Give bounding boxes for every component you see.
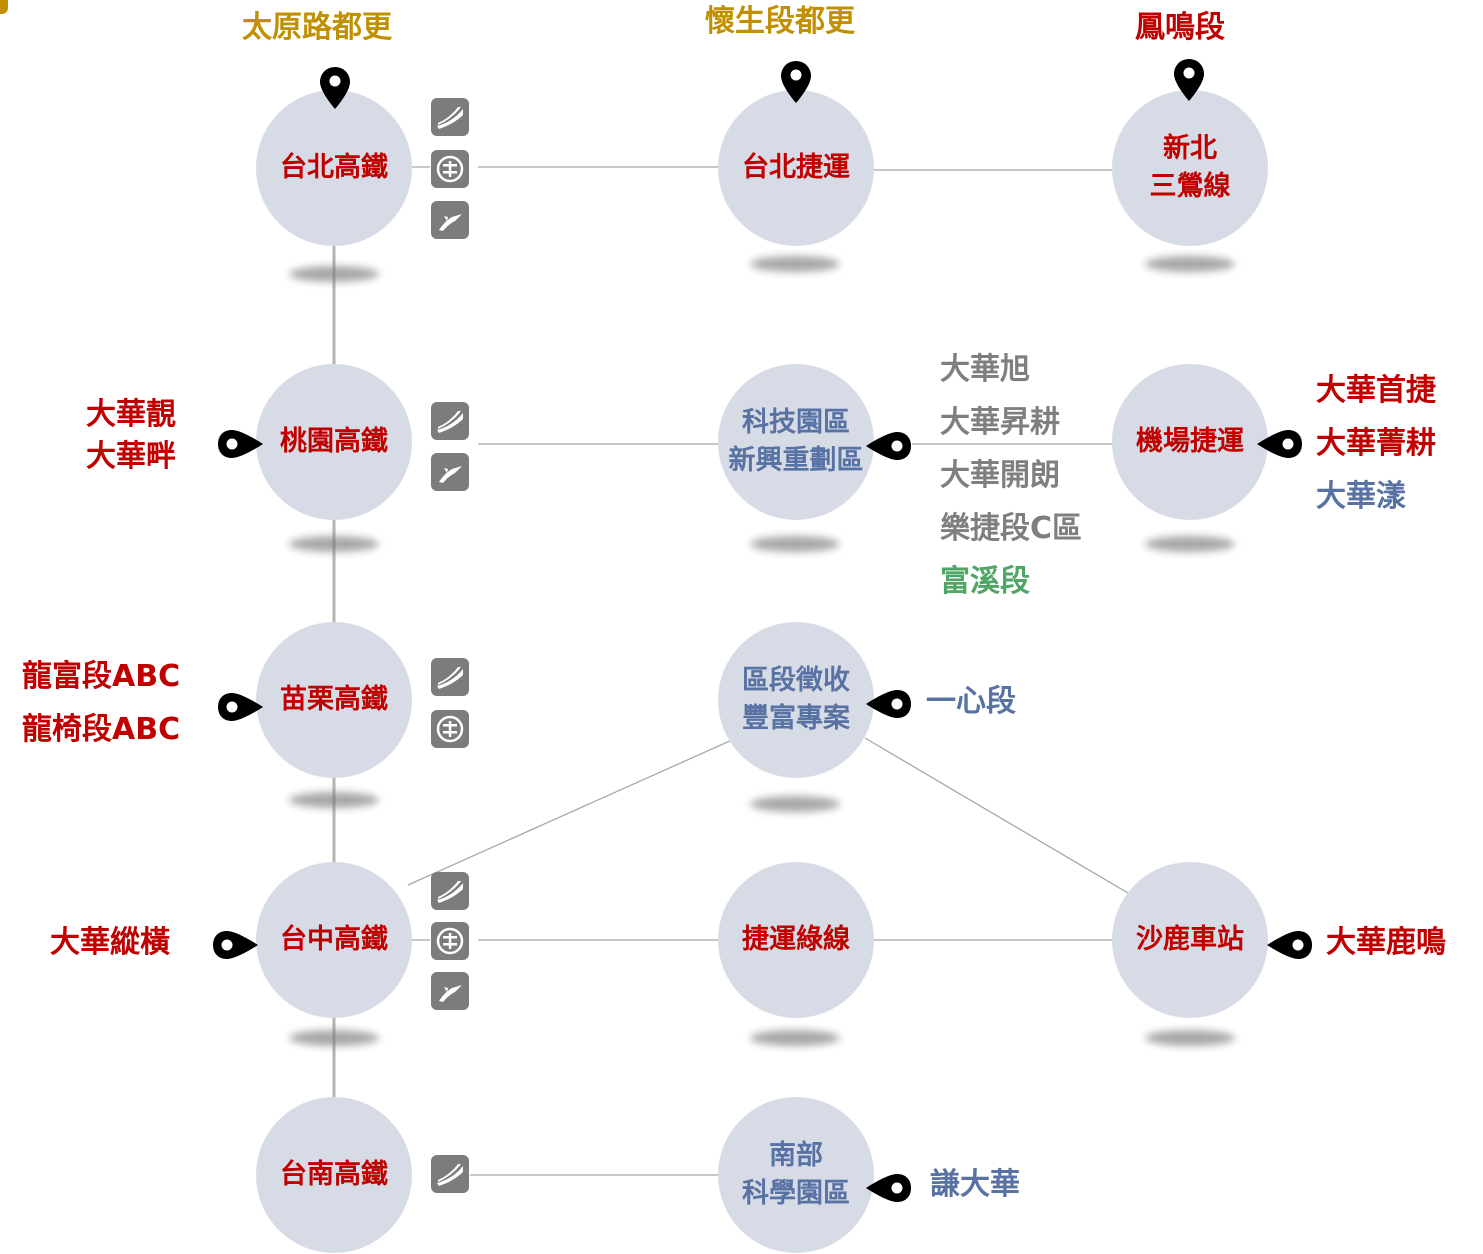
node-shadow bbox=[289, 1030, 379, 1046]
station-label: 苗栗高鐵 bbox=[280, 684, 388, 716]
station-green-line: 捷運綠線 bbox=[718, 862, 874, 1018]
airport-icon bbox=[431, 453, 469, 491]
project-label: 大華畔 bbox=[86, 439, 176, 474]
node-shadow bbox=[750, 536, 840, 552]
project-label: 龍富段ABC bbox=[22, 659, 181, 694]
station-label: 台南高鐵 bbox=[280, 1159, 388, 1191]
map-pin-icon bbox=[213, 931, 258, 959]
node-shadow bbox=[1145, 1030, 1235, 1046]
hsr-icon bbox=[431, 658, 469, 696]
station-label: 台北捷運 bbox=[742, 152, 850, 184]
node-shadow bbox=[750, 1030, 840, 1046]
map-pin-icon bbox=[1267, 931, 1312, 959]
project-label: 樂捷段C區 bbox=[940, 511, 1083, 546]
link-taichung-zone bbox=[407, 739, 733, 886]
station-label-line1: 區段徵收 bbox=[742, 665, 850, 697]
map-pin-icon bbox=[218, 430, 263, 458]
map-pin-icon bbox=[1257, 430, 1302, 458]
station-taichung-hsr: 台中高鐵 bbox=[256, 862, 412, 1018]
station-tech-park: 科技園區 新興重劃區 bbox=[718, 364, 874, 520]
station-label-line2: 豐富專案 bbox=[742, 703, 850, 734]
airport-icon bbox=[431, 972, 469, 1010]
label-taiyuan-renewal: 太原路都更 bbox=[242, 10, 392, 45]
project-label: 大華開朗 bbox=[940, 458, 1060, 493]
station-label-line1: 科技園區 bbox=[742, 407, 850, 439]
map-pin-icon bbox=[866, 432, 911, 460]
hsr-icon bbox=[431, 872, 469, 910]
project-label: 大華昇耕 bbox=[940, 405, 1060, 440]
node-shadow bbox=[1145, 536, 1235, 552]
label-fengming: 鳳鳴段 bbox=[1135, 10, 1225, 45]
project-label: 大華首捷 bbox=[1316, 373, 1436, 408]
node-shadow bbox=[289, 536, 379, 552]
hsr-icon bbox=[431, 1155, 469, 1193]
node-shadow bbox=[289, 266, 379, 282]
hsr-icon bbox=[431, 98, 469, 136]
station-south-science-park: 南部 科學園區 bbox=[718, 1097, 874, 1253]
projects-taoyuan: 大華靚 大華畔 bbox=[86, 394, 176, 478]
station-label: 機場捷運 bbox=[1136, 426, 1244, 458]
station-taipei-mrt: 台北捷運 bbox=[718, 90, 874, 246]
station-label: 捷運綠線 bbox=[742, 924, 850, 956]
project-label: 大華靚 bbox=[86, 397, 176, 432]
node-shadow bbox=[750, 796, 840, 812]
map-pin-icon bbox=[781, 61, 811, 103]
map-pin-icon bbox=[866, 690, 911, 718]
node-shadow bbox=[750, 256, 840, 272]
station-label-line1: 新北 bbox=[1163, 133, 1217, 165]
project-zone: 一心段 bbox=[926, 684, 1016, 719]
corner-mark bbox=[0, 0, 8, 14]
project-label: 大華漾 bbox=[1316, 479, 1406, 514]
station-taoyuan-hsr: 桃園高鐵 bbox=[256, 364, 412, 520]
label-huaisheng-renewal: 懷生段都更 bbox=[705, 4, 855, 39]
project-south: 謙大華 bbox=[930, 1167, 1020, 1202]
projects-miaoli: 龍富段ABC 龍椅段ABC bbox=[22, 650, 180, 756]
map-pin-icon bbox=[320, 67, 350, 109]
station-taipei-hsr: 台北高鐵 bbox=[256, 90, 412, 246]
station-label: 台中高鐵 bbox=[280, 924, 388, 956]
project-label: 龍椅段ABC bbox=[22, 712, 181, 747]
map-pin-icon bbox=[866, 1174, 911, 1202]
projects-tech-park: 大華旭 大華昇耕 大華開朗 樂捷段C區 富溪段 bbox=[940, 343, 1082, 608]
node-shadow bbox=[1145, 256, 1235, 272]
station-label: 台北高鐵 bbox=[280, 152, 388, 184]
station-label-line2: 新興重劃區 bbox=[728, 445, 864, 476]
hsr-icon bbox=[431, 402, 469, 440]
tra-icon bbox=[431, 150, 469, 188]
station-label: 沙鹿車站 bbox=[1136, 924, 1244, 956]
station-shalu: 沙鹿車站 bbox=[1112, 862, 1268, 1018]
project-label: 富溪段 bbox=[940, 564, 1030, 599]
station-label: 桃園高鐵 bbox=[280, 426, 388, 458]
projects-airport: 大華首捷 大華菁耕 大華漾 bbox=[1316, 364, 1436, 523]
node-shadow bbox=[289, 792, 379, 808]
map-pin-icon bbox=[1174, 59, 1204, 101]
station-label-line1: 南部 bbox=[769, 1140, 823, 1172]
project-shalu: 大華鹿鳴 bbox=[1326, 925, 1446, 960]
project-label: 大華旭 bbox=[940, 352, 1030, 387]
station-zone-expropriation: 區段徵收 豐富專案 bbox=[718, 622, 874, 778]
tra-icon bbox=[431, 710, 469, 748]
station-label-line2: 科學園區 bbox=[742, 1178, 850, 1209]
airport-icon bbox=[431, 201, 469, 239]
station-tainan-hsr: 台南高鐵 bbox=[256, 1097, 412, 1253]
project-label: 大華菁耕 bbox=[1316, 426, 1436, 461]
station-label-line2: 三鶯線 bbox=[1149, 171, 1231, 202]
map-pin-icon bbox=[218, 693, 263, 721]
station-miaoli-hsr: 苗栗高鐵 bbox=[256, 622, 412, 778]
tra-icon bbox=[431, 922, 469, 960]
station-newtaipei-sanying: 新北 三鶯線 bbox=[1112, 90, 1268, 246]
project-taichung: 大華縱橫 bbox=[50, 925, 170, 960]
link-zone-shalu bbox=[864, 737, 1129, 894]
station-airport-mrt: 機場捷運 bbox=[1112, 364, 1268, 520]
